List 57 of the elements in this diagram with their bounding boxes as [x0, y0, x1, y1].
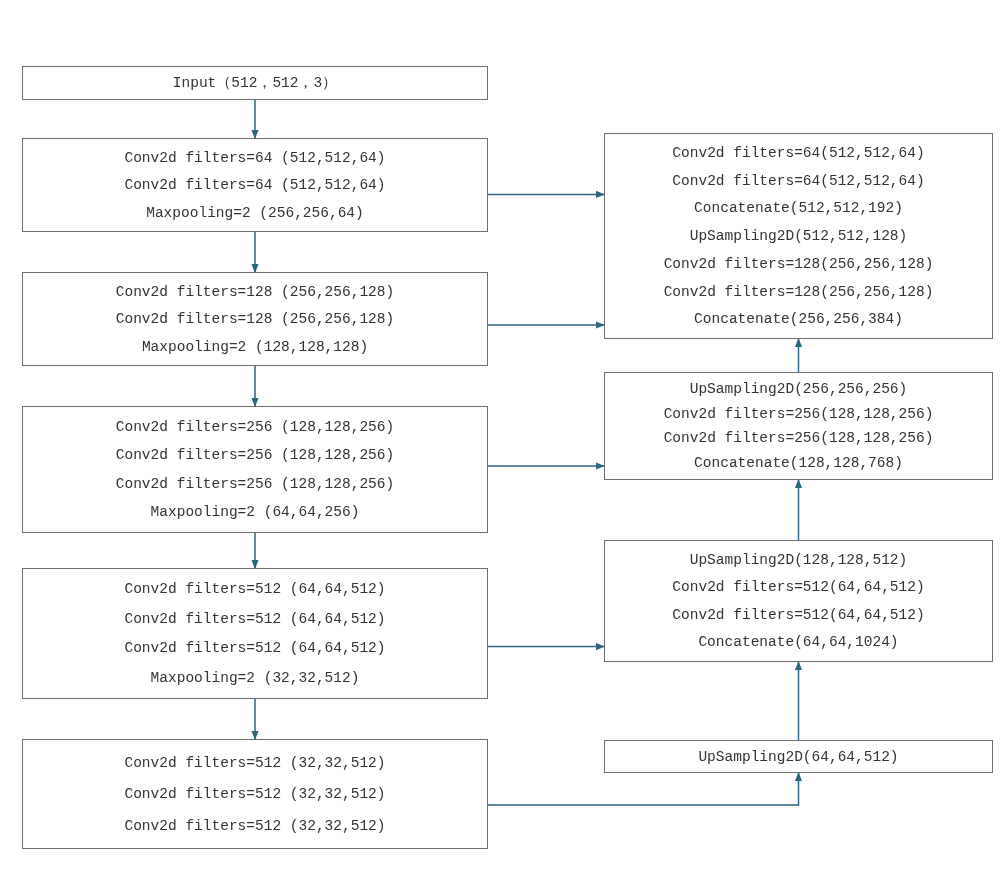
layer-text: Conv2d filters=512 (32,32,512): [124, 816, 386, 835]
layer-box: [604, 740, 993, 773]
layer-text: Conv2d filters=512 (64,64,512): [124, 609, 386, 628]
layer-text: Conv2d filters=128(256,256,128): [663, 254, 934, 273]
layer-box: [604, 372, 993, 480]
arrow: [487, 643, 605, 651]
layer-text: Concatenate(512,512,192): [694, 199, 903, 218]
layer-text: Conv2d filters=512 (64,64,512): [124, 580, 386, 599]
layer-text: UpSampling2D(64,64,512): [698, 747, 899, 766]
layer-text: Conv2d filters=256(128,128,256): [663, 429, 934, 448]
layer-box: [22, 138, 488, 232]
arrow: [251, 532, 259, 569]
arrow: [251, 99, 259, 139]
arrow: [251, 365, 259, 407]
layer-text: Concatenate(128,128,768): [694, 454, 903, 473]
layer-text: UpSampling2D(256,256,256): [689, 379, 908, 398]
arrow: [251, 698, 259, 740]
arrow: [487, 190, 605, 198]
layer-text: Concatenate(256,256,384): [694, 310, 903, 329]
layer-text: Conv2d filters=64 (512,512,64): [124, 176, 386, 194]
layer-text: Conv2d filters=256 (128,128,256): [115, 446, 395, 465]
layer-text: Conv2d filters=512 (64,64,512): [124, 639, 386, 658]
layer-text: Conv2d filters=256 (128,128,256): [115, 474, 395, 493]
layer-text: Maxpooling=2 (64,64,256): [150, 503, 360, 522]
layer-text: Conv2d filters=512(64,64,512): [672, 578, 925, 597]
arrow: [251, 231, 259, 273]
layer-box: [22, 739, 488, 849]
layer-text: Conv2d filters=512(64,64,512): [672, 605, 925, 624]
layer-text: Conv2d filters=512 (32,32,512): [124, 785, 386, 803]
layer-text: UpSampling2D(512,512,128): [689, 227, 908, 245]
layer-text: Concatenate(64,64,1024): [698, 633, 899, 652]
layer-text: Input（512，512，3）: [172, 74, 338, 92]
layer-text: Conv2d filters=128(256,256,128): [663, 282, 934, 301]
layer-text: Maxpooling=2 (128,128,128): [141, 337, 369, 356]
layer-box: [604, 133, 993, 339]
arrow: [487, 462, 605, 470]
arrow: [794, 479, 803, 541]
layer-text: Conv2d filters=512 (32,32,512): [124, 753, 386, 772]
layer-text: Conv2d filters=64(512,512,64): [672, 143, 925, 162]
arrow: [487, 321, 605, 329]
layer-text: Maxpooling=2 (32,32,512): [150, 668, 360, 687]
arrow: [487, 772, 803, 806]
layer-text: Conv2d filters=64 (512,512,64): [124, 148, 386, 167]
layer-text: UpSampling2D(128,128,512): [689, 550, 908, 569]
arrow: [794, 338, 803, 373]
layer-box: [22, 66, 488, 100]
layer-text: Maxpooling=2 (256,256,64): [146, 203, 364, 222]
layer-box: [22, 568, 488, 699]
layer-box: [604, 540, 993, 662]
layer-box: [22, 406, 488, 533]
layer-text: Conv2d filters=128 (256,256,128): [115, 282, 395, 301]
arrow: [794, 661, 803, 741]
layer-text: Conv2d filters=128 (256,256,128): [115, 310, 395, 328]
layer-text: Conv2d filters=256 (128,128,256): [115, 417, 395, 436]
layer-text: Conv2d filters=64(512,512,64): [672, 171, 925, 190]
layer-text: Conv2d filters=256(128,128,256): [663, 404, 934, 423]
layer-box: [22, 272, 488, 366]
